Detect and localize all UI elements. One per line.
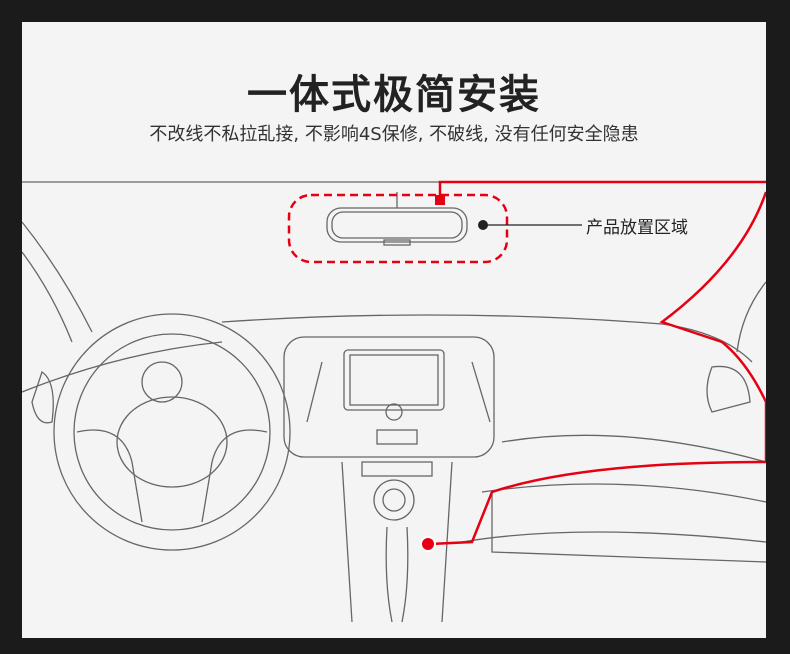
subtitle: 不改线不私拉乱接, 不影响4S保修, 不破线, 没有任何安全隐患: [149, 124, 639, 145]
left-vent: [31, 370, 54, 424]
dashboard-top: [221, 314, 753, 363]
steering-wheel: [53, 313, 291, 551]
placement-zone: [287, 193, 509, 264]
install-illustration-panel: 一体式极简安装 不改线不私拉乱接, 不影响4S保修, 不破线, 没有任何安全隐患: [22, 22, 766, 638]
page-title: 一体式极简安装: [247, 72, 541, 118]
placement-zone-label: 产品放置区域: [586, 218, 688, 238]
power-cable: [438, 180, 766, 202]
right-pillar: [736, 281, 766, 353]
car-dashboard-drawing: [22, 180, 766, 623]
rearview-mirror: [326, 192, 468, 246]
right-vent: [706, 365, 751, 413]
power-socket-marker: [420, 536, 436, 552]
cable-clip: [435, 195, 445, 205]
center-console: [283, 336, 495, 623]
left-pillar: [22, 221, 93, 333]
